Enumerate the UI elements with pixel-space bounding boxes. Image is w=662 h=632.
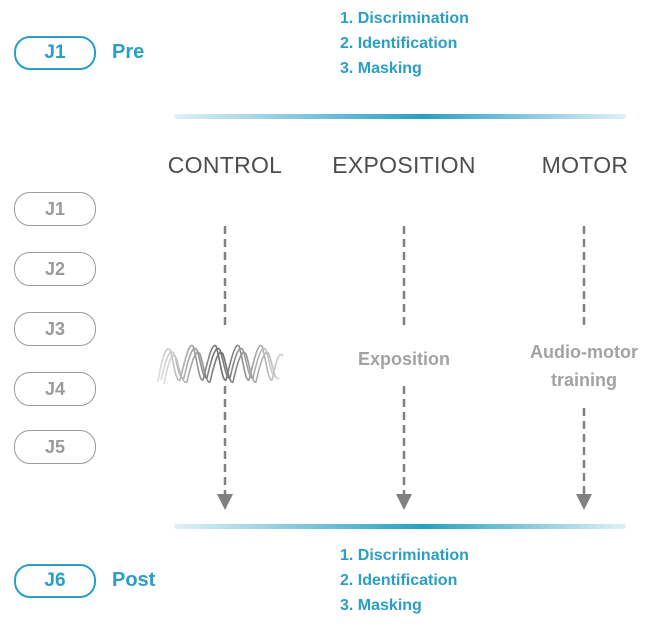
control-arrowhead-icon (217, 494, 233, 510)
exposition-arrowhead-icon (396, 494, 412, 510)
post-day-badge: J6 (14, 564, 96, 598)
pre-day-label: J1 (44, 42, 66, 63)
pre-day-badge: J1 (14, 36, 96, 70)
training-day-label: J1 (44, 198, 66, 219)
pre-phase-label: Pre (112, 41, 145, 63)
pre-task-3: 3. Masking (340, 60, 422, 77)
training-day-badge: J2 (14, 252, 96, 286)
pre-task-list: 1. Discrimination 2. Identification 3. M… (340, 6, 469, 81)
training-day-badge: J3 (14, 312, 96, 346)
training-day-badge: J1 (14, 192, 96, 226)
pre-task-2: 2. Identification (340, 35, 458, 52)
post-task-list: 1. Discrimination 2. Identification 3. M… (340, 543, 469, 618)
exposition-description: Exposition (357, 349, 450, 369)
post-divider-bar (174, 524, 626, 529)
post-task-2: 2. Identification (340, 572, 458, 589)
group-heading-motor: MOTOR (541, 152, 629, 178)
motor-description: Audio-motor training (530, 342, 638, 390)
group-heading-control: CONTROL (167, 152, 283, 178)
pre-task-1: 1. Discrimination (340, 10, 469, 27)
pre-divider-bar (174, 114, 626, 119)
motor-arrowhead-icon (576, 494, 592, 510)
training-day-badge: J5 (14, 430, 96, 464)
training-day-badge: J4 (14, 372, 96, 406)
noise-waveform-icon (157, 344, 284, 385)
training-day-label: J4 (44, 378, 66, 399)
post-task-1: 1. Discrimination (340, 547, 469, 564)
training-day-label: J2 (44, 258, 66, 279)
training-day-label: J5 (44, 436, 66, 457)
post-task-3: 3. Masking (340, 597, 422, 614)
post-phase-label: Post (112, 569, 156, 591)
post-day-label: J6 (44, 570, 66, 591)
training-day-label: J3 (44, 318, 66, 339)
group-heading-exposition: EXPOSITION (332, 152, 476, 178)
